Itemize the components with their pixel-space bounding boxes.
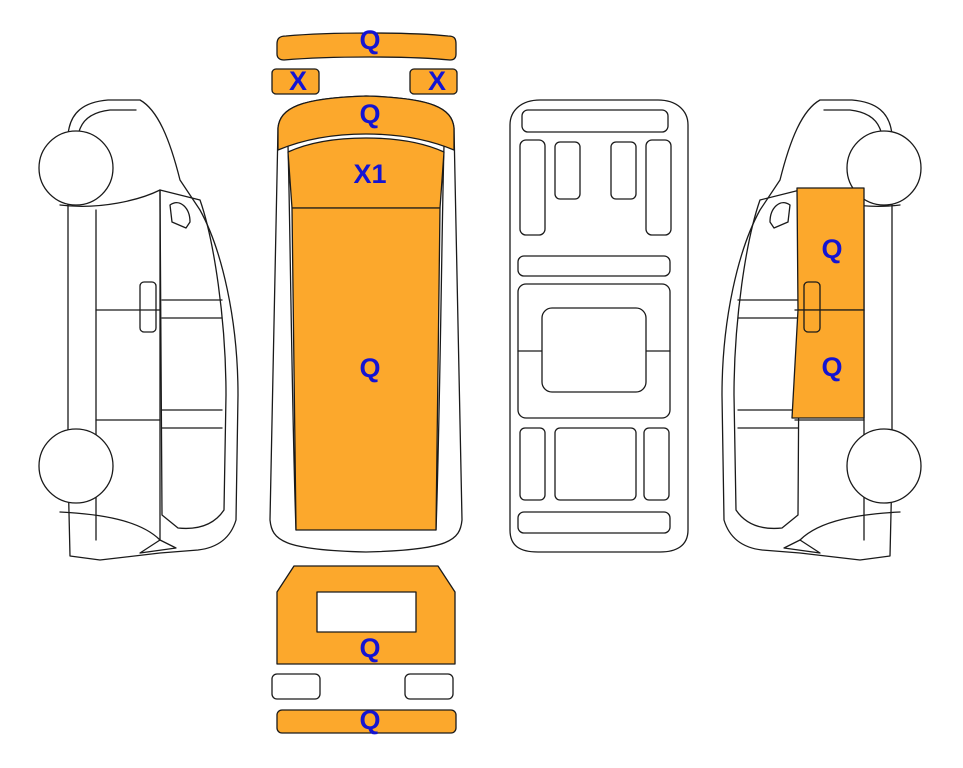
- van-underbody-view: [509, 99, 689, 553]
- wheel-front-left: [38, 130, 114, 206]
- rear-light-right: [404, 673, 454, 700]
- mirror-left-label: X: [289, 66, 307, 96]
- van-side-view-right: [721, 99, 922, 561]
- hood-label: Q: [359, 99, 380, 129]
- wheel-front-right: [846, 130, 922, 206]
- mirror-left: [271, 68, 320, 95]
- mirror-right-label: X: [428, 66, 446, 96]
- rear-door-label: Q: [359, 633, 380, 663]
- side-upper-panel-label: Q: [821, 234, 842, 264]
- van-rear-view: [271, 565, 457, 734]
- rear-bumper: [276, 709, 457, 734]
- side-door-handle: [803, 281, 821, 333]
- side-lower-panel: [791, 309, 865, 419]
- rear-light-left: [271, 673, 321, 700]
- roof-label: Q: [359, 353, 380, 383]
- van-top-view: [269, 32, 463, 553]
- rear-window: [316, 591, 417, 633]
- wheel-rear-left: [38, 428, 114, 504]
- windshield: [287, 137, 445, 209]
- rear-bumper-label: Q: [359, 705, 380, 735]
- roof-front-strip-label: Q: [359, 25, 380, 55]
- mirror-right: [409, 68, 458, 95]
- wheel-rear-right: [846, 428, 922, 504]
- damage-labels: Q X X Q X1 Q Q Q Q Q: [289, 25, 843, 735]
- van-side-view-left: [38, 99, 239, 561]
- side-panels-damaged: [791, 187, 865, 419]
- side-lower-panel-label: Q: [821, 352, 842, 382]
- windshield-label: X1: [353, 159, 386, 189]
- roof: [291, 207, 441, 531]
- roof-front-strip: [276, 32, 457, 61]
- hood: [277, 95, 455, 151]
